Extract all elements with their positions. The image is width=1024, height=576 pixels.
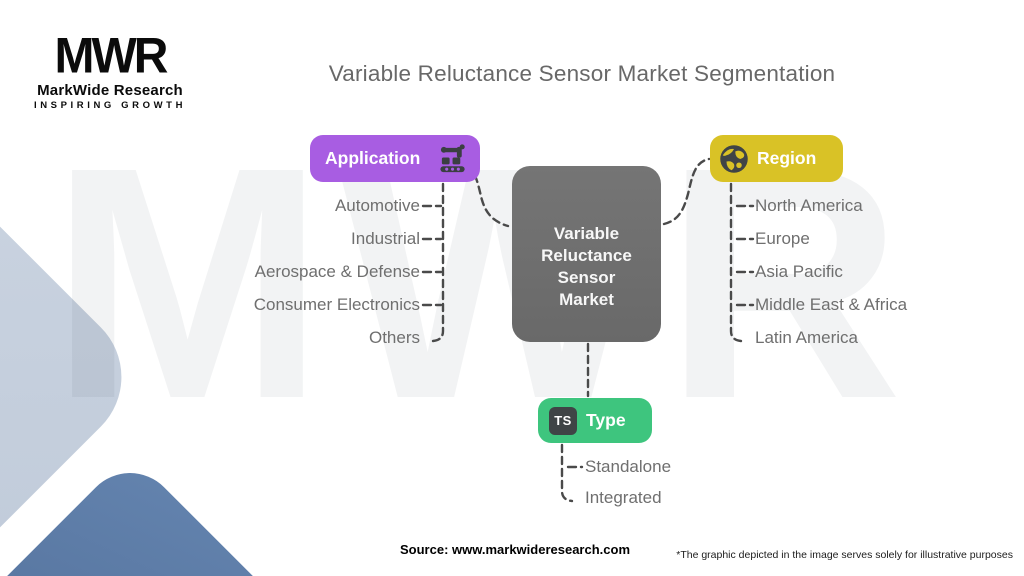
center-market-node[interactable]: Variable Reluctance Sensor Market xyxy=(512,166,661,342)
logo-tagline: INSPIRING GROWTH xyxy=(33,99,187,111)
leaf-aerospace-defense: Aerospace & Defense xyxy=(254,262,420,281)
decor-diamond-steel xyxy=(0,453,413,576)
source-text: Source: www.markwideresearch.com xyxy=(400,542,631,557)
type-badge[interactable]: TS Type xyxy=(538,398,652,443)
logo: MWR MarkWide Research INSPIRING GROWTH xyxy=(26,28,194,111)
leaf-north-america: North America xyxy=(755,196,863,215)
leaf-middle-east-africa: Middle East & Africa xyxy=(755,295,908,314)
disclaimer-text: *The graphic depicted in the image serve… xyxy=(676,549,1013,561)
robot-arm-icon xyxy=(437,143,470,174)
leaf-integrated: Integrated xyxy=(585,488,662,507)
type-badge-label: Type xyxy=(586,410,626,430)
globe-icon xyxy=(719,144,749,174)
ts-icon: TS xyxy=(549,406,577,435)
leaf-europe: Europe xyxy=(755,229,810,248)
page-title: Variable Reluctance Sensor Market Segmen… xyxy=(328,61,836,86)
leaf-latin-america: Latin America xyxy=(755,328,858,347)
region-badge[interactable]: Region xyxy=(710,135,843,182)
logo-acronym: MWR xyxy=(54,28,169,85)
leaf-automotive: Automotive xyxy=(334,196,420,215)
leaf-others: Others xyxy=(368,328,420,347)
center-market-label: Variable Reluctance Sensor Market xyxy=(541,224,632,309)
region-badge-label: Region xyxy=(757,148,817,168)
application-badge[interactable]: Application xyxy=(310,135,480,182)
leaf-industrial: Industrial xyxy=(351,229,420,248)
logo-name: MarkWide Research xyxy=(37,81,183,99)
application-badge-label: Application xyxy=(325,148,421,168)
leaf-asia-pacific: Asia Pacific xyxy=(755,262,843,281)
leaf-standalone: Standalone xyxy=(585,457,672,476)
leaf-consumer-electronics: Consumer Electronics xyxy=(253,295,420,314)
